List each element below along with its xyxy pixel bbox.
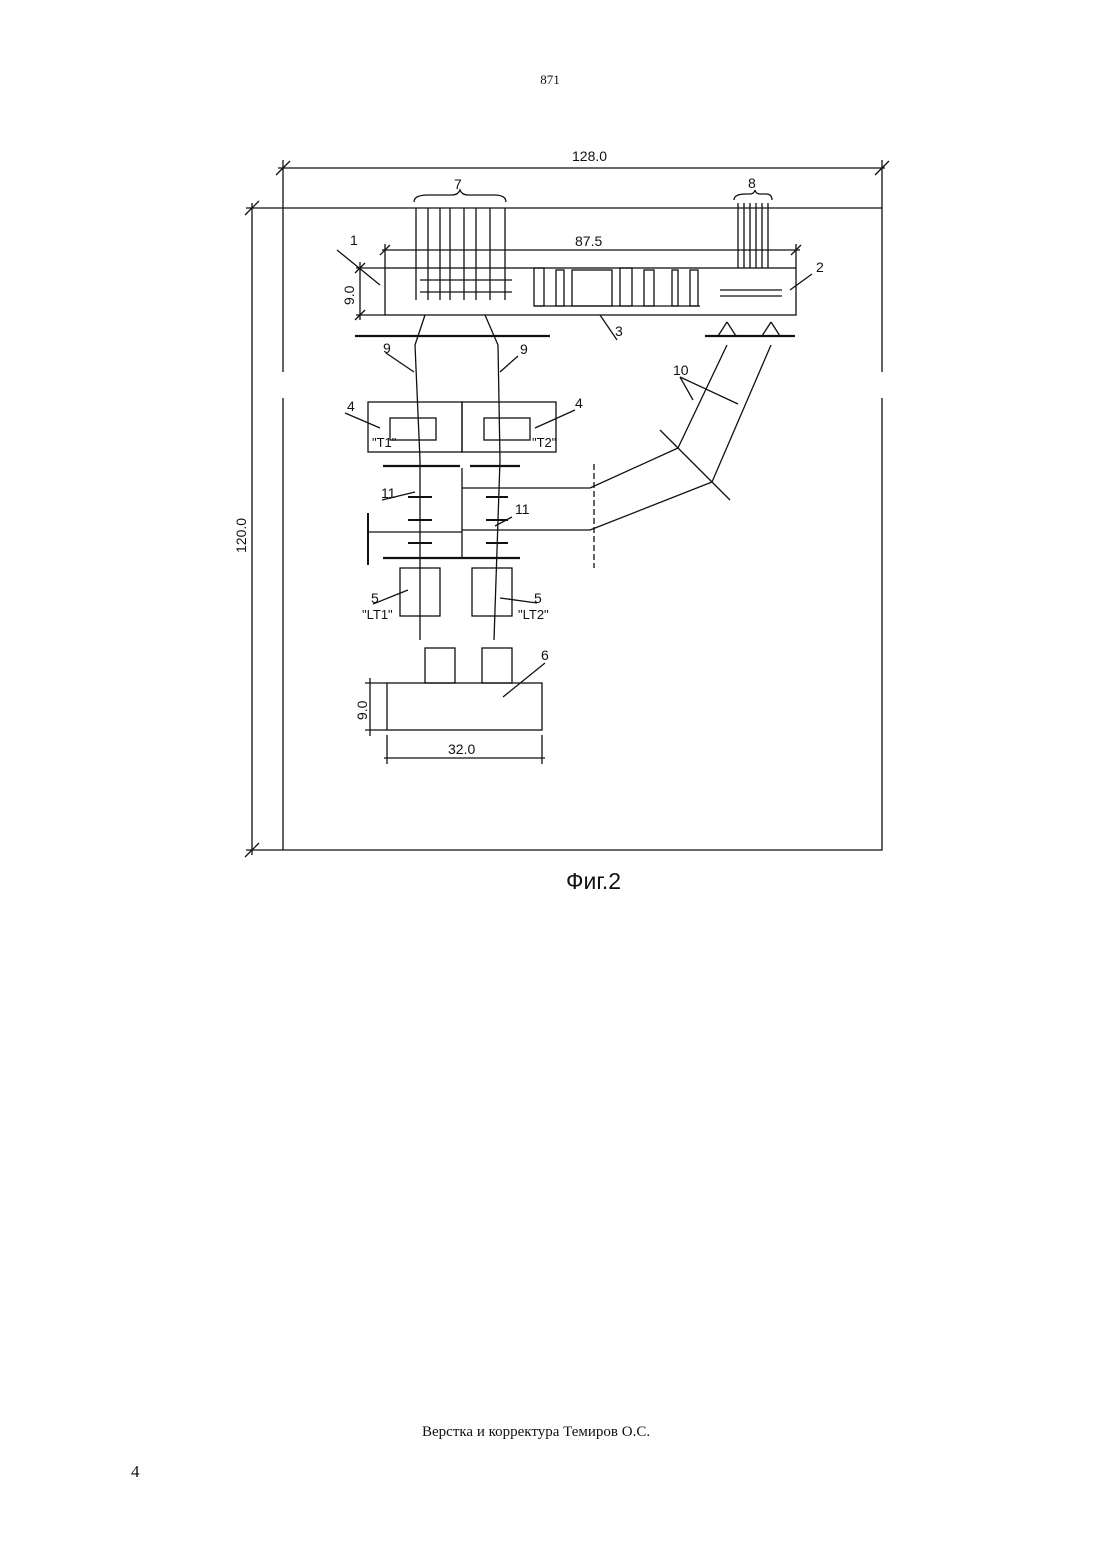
callout-5-right: 5 xyxy=(534,590,542,606)
dim-building-depth: 9.0 xyxy=(341,285,357,305)
callout-11-left: 11 xyxy=(381,485,396,501)
callout-5-left: 5 xyxy=(371,590,379,606)
figure-caption: Фиг.2 xyxy=(566,868,621,895)
callout-6: 6 xyxy=(541,647,549,663)
building-6 xyxy=(387,683,542,730)
callout-11-right: 11 xyxy=(515,501,530,517)
callout-9-right: 9 xyxy=(520,341,528,357)
transformer-lt2 xyxy=(472,568,512,616)
credit-line: Верстка и корректура Темиров О.С. xyxy=(422,1424,650,1441)
footer-page-number: 4 xyxy=(131,1462,140,1482)
cable-group-8 xyxy=(734,190,772,268)
callout-10: 10 xyxy=(673,362,689,378)
callout-4-left: 4 xyxy=(347,398,355,414)
callout-8: 8 xyxy=(748,175,756,191)
dim-bottom-depth: 9.0 xyxy=(354,700,370,720)
cable-group-7 xyxy=(414,190,506,300)
callout-4-right: 4 xyxy=(575,395,583,411)
switchgear-cells xyxy=(420,268,782,306)
dim-overall-height: 120.0 xyxy=(233,518,249,553)
callout-1: 1 xyxy=(350,232,358,248)
callout-2: 2 xyxy=(816,259,824,275)
site-boundary xyxy=(283,208,882,850)
dim-building-length: 87.5 xyxy=(575,233,602,249)
callout-3: 3 xyxy=(615,323,623,339)
callout-9-left: 9 xyxy=(383,340,391,356)
label-t2: "T2" xyxy=(532,435,557,450)
dim-overall-width: 128.0 xyxy=(572,148,607,164)
label-t1: "T1" xyxy=(372,435,397,450)
label-lt1: "LT1" xyxy=(362,607,393,622)
line-11-right xyxy=(494,460,500,640)
dim-bottom-width: 32.0 xyxy=(448,741,475,757)
callout-7: 7 xyxy=(454,176,462,192)
label-lt2: "LT2" xyxy=(518,607,549,622)
